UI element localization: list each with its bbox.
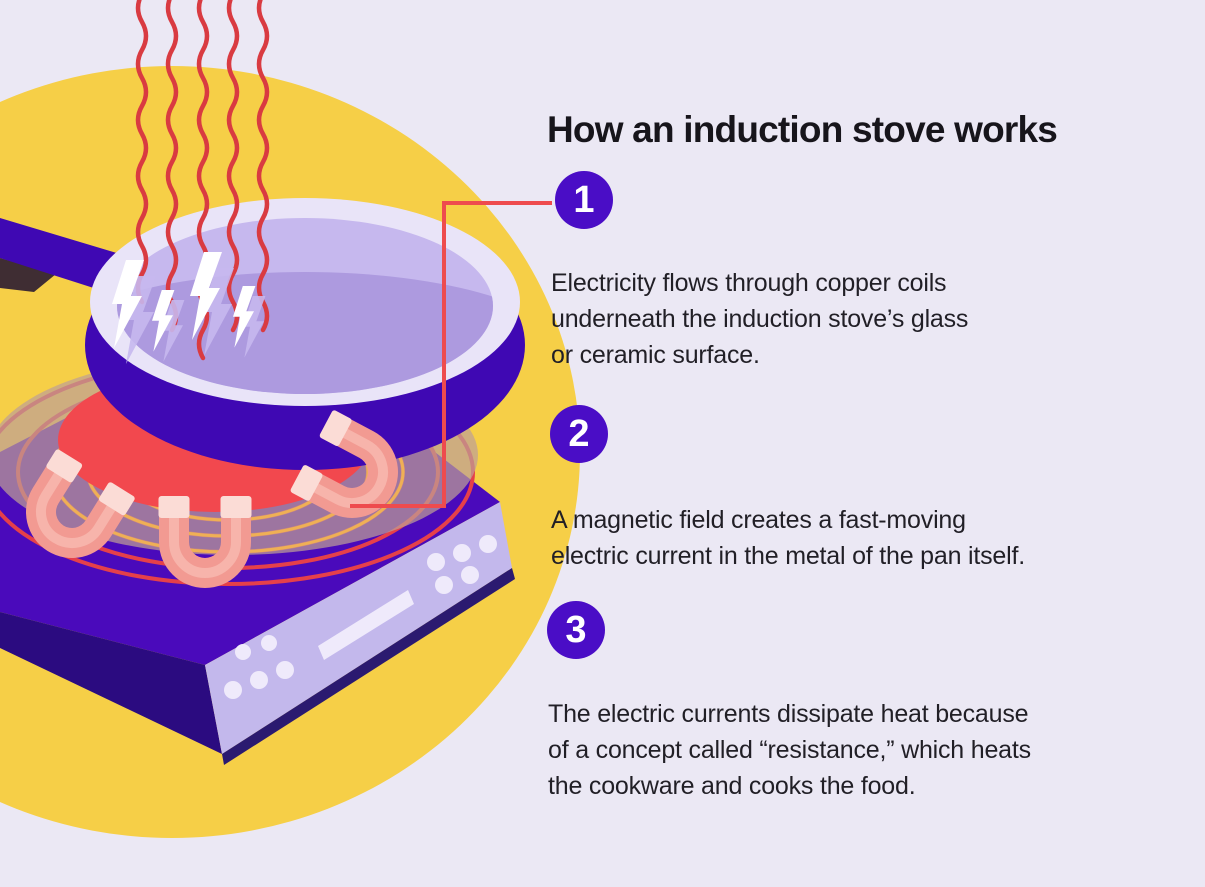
step-3-text: The electric currents dissipate heat bec… xyxy=(548,700,1031,800)
step-2-number: 2 xyxy=(568,412,590,455)
step-3-number: 3 xyxy=(565,608,587,651)
horseshoe-magnet-icon xyxy=(26,449,135,558)
step-1-number: 1 xyxy=(573,178,595,221)
stove-bottom-edge xyxy=(222,568,515,765)
callout-line-icon xyxy=(350,201,552,508)
horseshoe-magnet-icon xyxy=(290,410,398,518)
step-1-text: Electricity flows through copper coils u… xyxy=(551,269,969,369)
stove-buttons-icon xyxy=(224,535,497,699)
stove-display-icon xyxy=(318,590,414,660)
step-2-text: A magnetic field creates a fast-moving e… xyxy=(551,506,1025,570)
step-3-badge: 3 xyxy=(547,601,605,659)
horseshoe-magnet-icon xyxy=(158,496,252,588)
step-2-badge: 2 xyxy=(550,405,608,463)
lightning-bolt-icon xyxy=(112,252,266,364)
step-1-badge: 1 xyxy=(555,171,613,229)
page-title: How an induction stove works xyxy=(547,108,1058,150)
stove-left-side xyxy=(0,612,222,754)
